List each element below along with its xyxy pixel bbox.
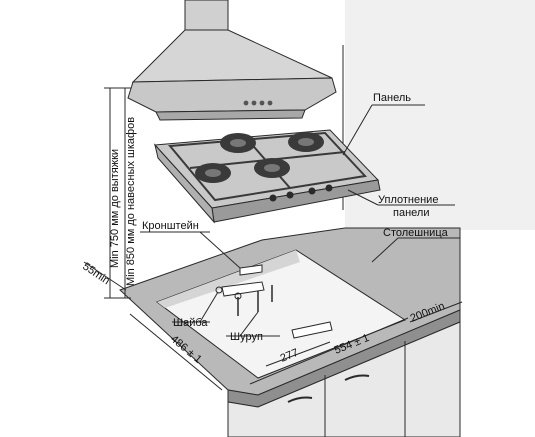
hood-button-icon bbox=[267, 100, 273, 106]
knob-icon bbox=[269, 194, 277, 202]
label-panel: Панель bbox=[373, 92, 411, 104]
washer-icon bbox=[234, 292, 242, 300]
knob-icon bbox=[308, 187, 316, 195]
label-screw: Шуруп bbox=[230, 331, 263, 343]
handle-icon bbox=[344, 374, 370, 381]
gas-hob bbox=[153, 129, 381, 224]
hood-button-icon bbox=[259, 100, 265, 106]
washer-icon bbox=[215, 286, 223, 294]
hood-button-icon bbox=[243, 100, 249, 106]
hood-button-icon bbox=[251, 100, 257, 106]
countertop bbox=[119, 227, 461, 408]
label-seal-line1: Уплотнение bbox=[378, 194, 438, 206]
leader-lines bbox=[140, 104, 460, 337]
handle-icon bbox=[287, 396, 313, 403]
dimension-lines bbox=[83, 87, 463, 391]
bracket-front bbox=[291, 321, 333, 339]
label-countertop: Столешница bbox=[383, 227, 449, 239]
dim-min-hood: Min 750 мм до вытяжки bbox=[109, 149, 121, 268]
mounting-brackets bbox=[215, 264, 333, 339]
wall-back bbox=[120, 0, 535, 230]
dim-min-cabinets: Min 850 мм до навесных шкафов bbox=[125, 117, 137, 286]
cabinet bbox=[227, 321, 461, 437]
knob-icon bbox=[325, 184, 333, 192]
label-bracket: Кронштейн bbox=[142, 220, 199, 232]
label-washer: Шайба bbox=[173, 317, 208, 329]
label-seal-line2: панели bbox=[393, 207, 429, 219]
knob-icon bbox=[286, 191, 294, 199]
bracket-left bbox=[221, 281, 265, 297]
range-hood bbox=[127, 0, 337, 121]
